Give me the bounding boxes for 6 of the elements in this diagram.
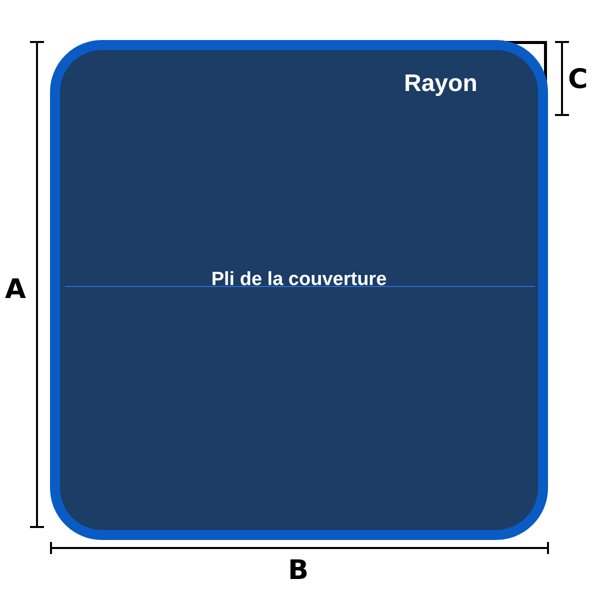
fold-label: Pli de la couverture xyxy=(211,269,387,291)
dimension-label: B xyxy=(288,555,309,586)
pool-cover-shape xyxy=(50,40,548,540)
dimension-label: A xyxy=(5,274,26,305)
dimension-label: C xyxy=(568,64,588,95)
radius-label: Rayon xyxy=(404,70,478,98)
